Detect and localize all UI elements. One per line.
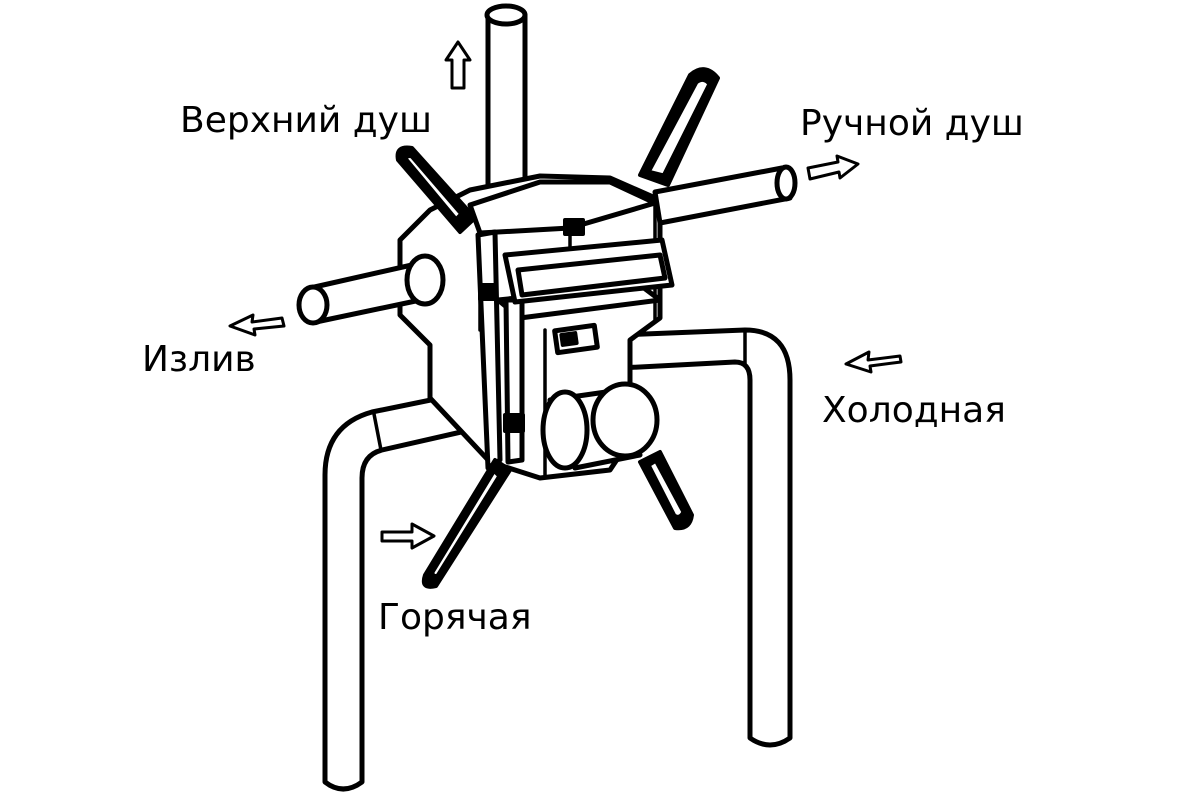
hot-water-label: Горячая	[378, 597, 532, 638]
spout-outlet-pipe	[296, 253, 446, 326]
hand-shower-outlet-pipe	[652, 164, 798, 226]
hand-shower-arrow	[806, 154, 860, 181]
spout-arrow	[228, 313, 286, 337]
hot-arrow	[380, 522, 436, 550]
spout-label: Излив	[142, 339, 256, 380]
cold-arrow	[844, 350, 903, 374]
top-shower-label: Верхний душ	[180, 100, 432, 141]
cold-water-label: Холодная	[822, 390, 1006, 431]
mounting-bracket-bottom-left	[421, 458, 512, 589]
mounting-bracket-bottom-right	[638, 450, 694, 531]
cold-inlet-pipe	[617, 327, 793, 748]
hot-inlet-pipe	[322, 389, 487, 792]
mounting-bracket-top-left	[395, 145, 477, 234]
top-shower-arrow	[444, 40, 472, 90]
mounting-bracket-top-right	[638, 67, 720, 187]
hand-shower-label: Ручной душ	[800, 103, 1024, 144]
front-cartridge	[540, 381, 660, 471]
